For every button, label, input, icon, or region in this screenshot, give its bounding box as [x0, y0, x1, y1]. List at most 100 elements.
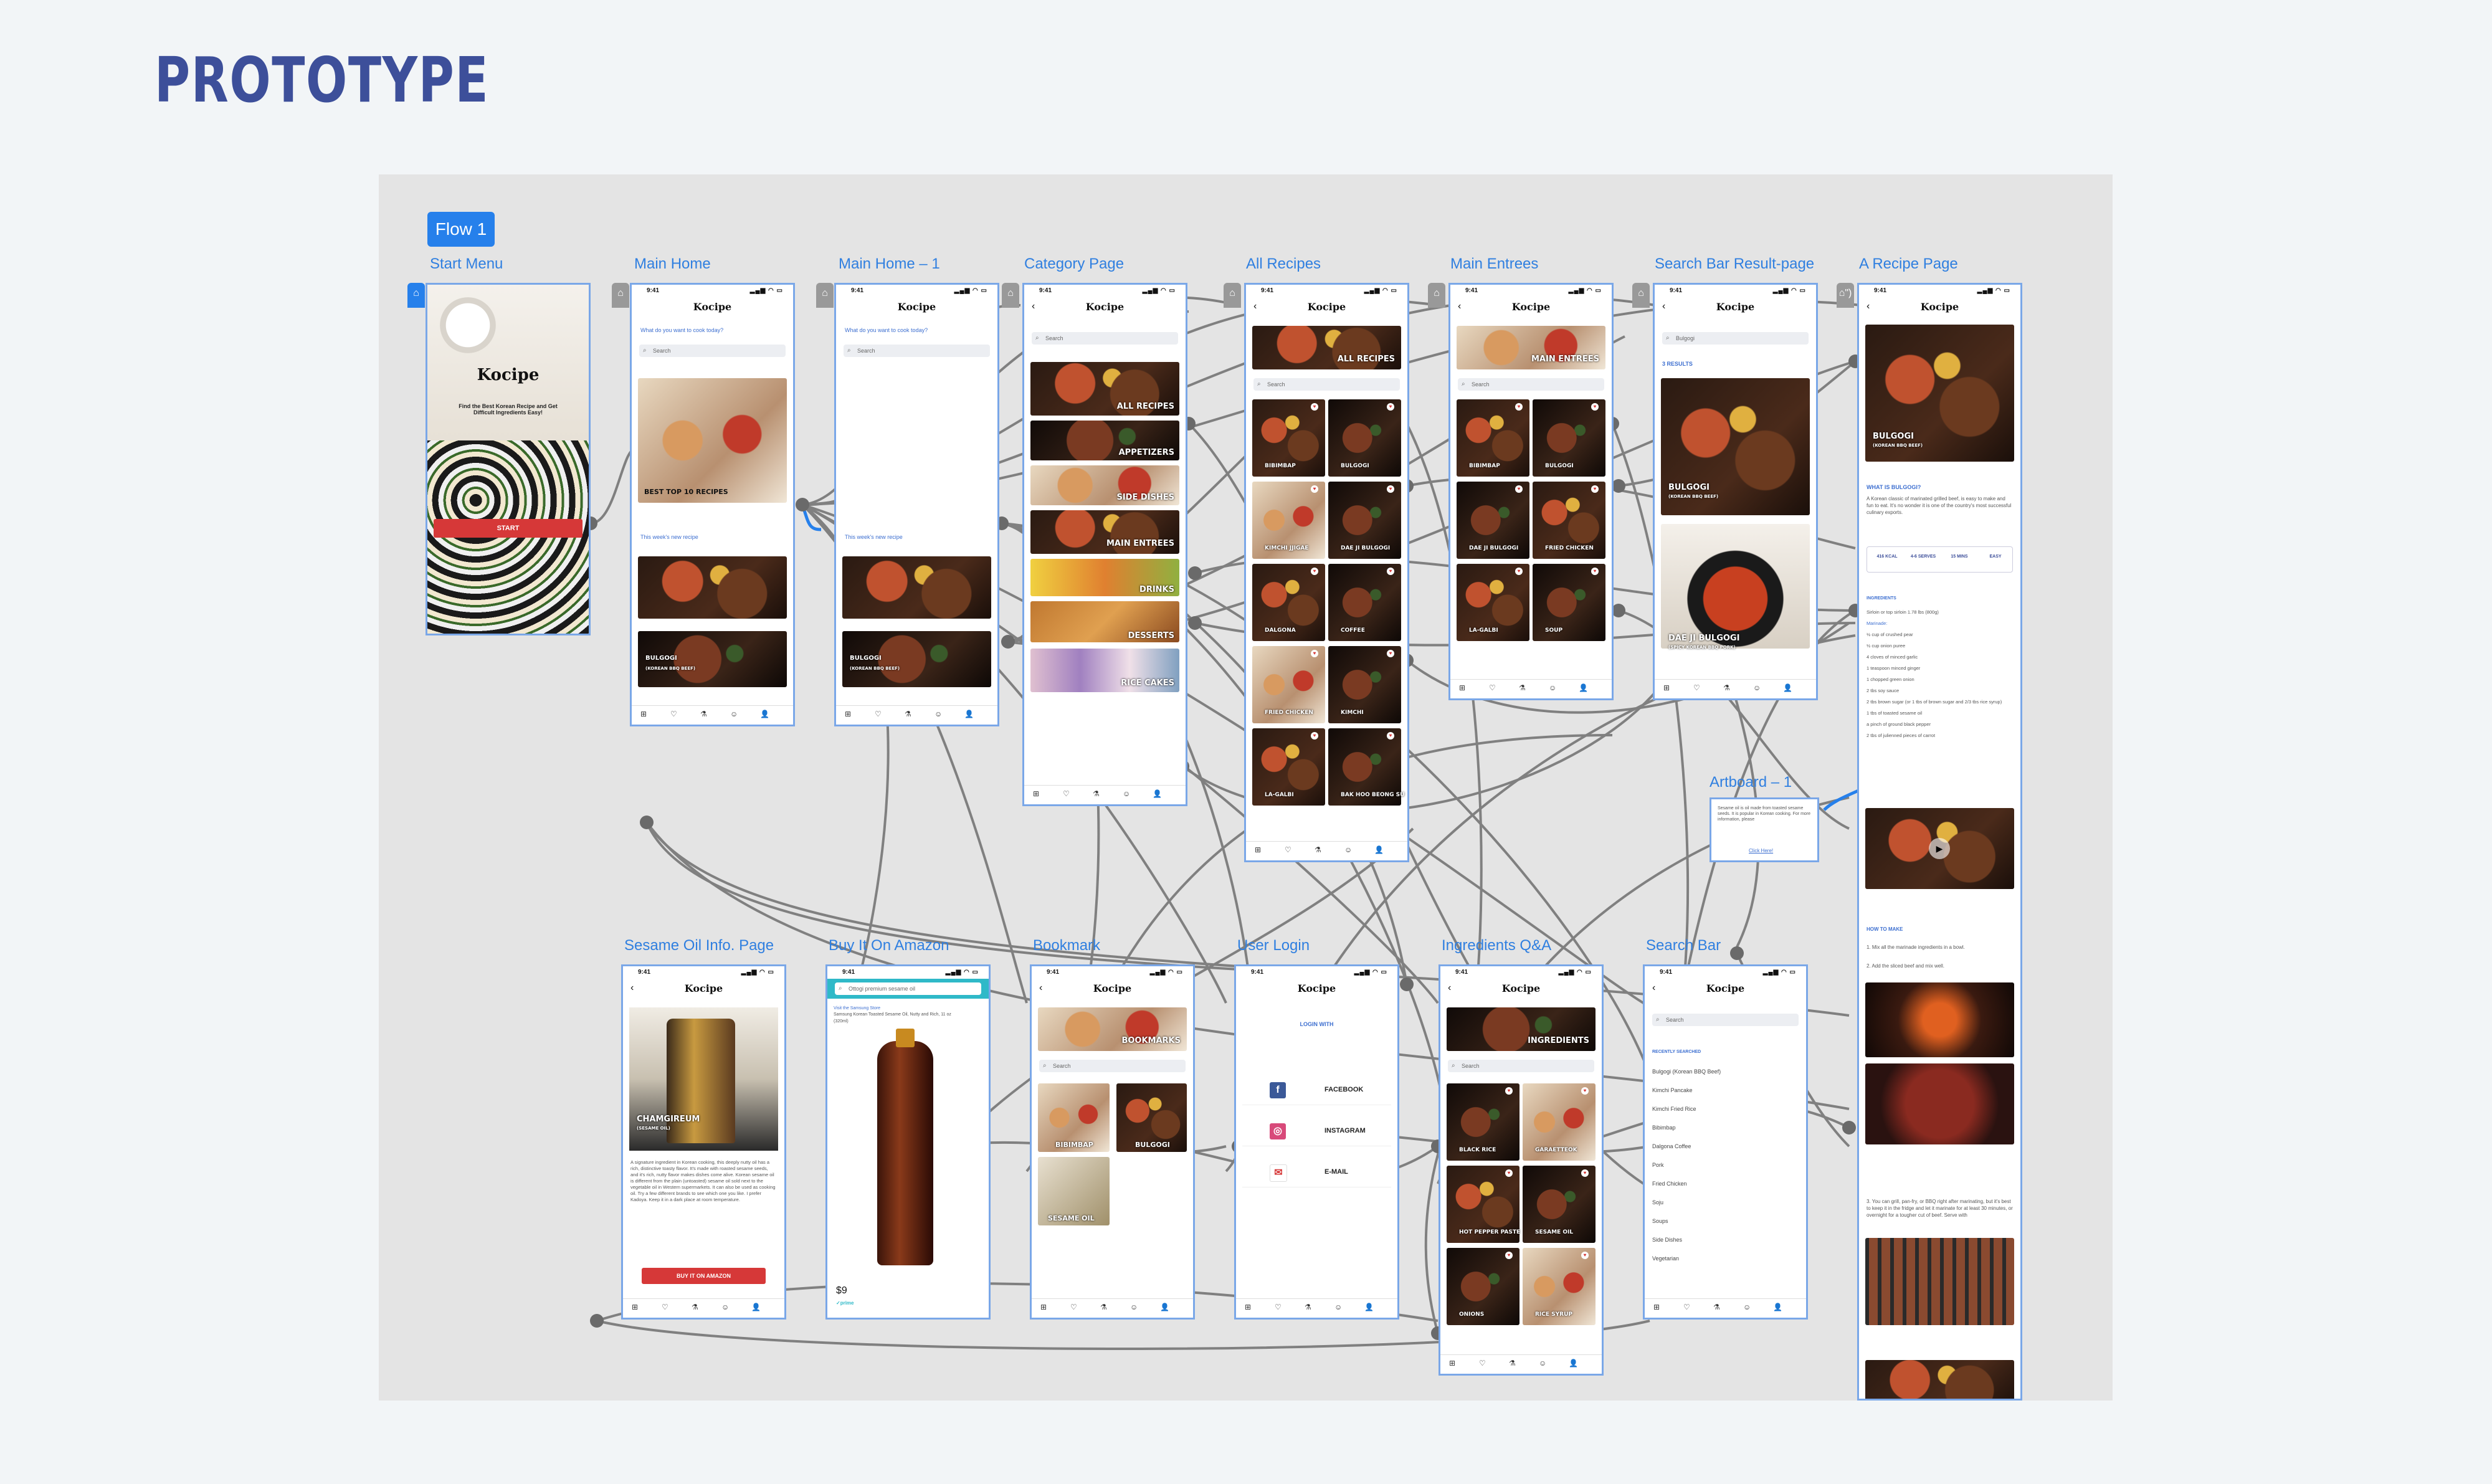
home-icon[interactable]: ⌂: [1428, 283, 1445, 308]
heart-icon[interactable]: ♥: [1311, 568, 1318, 575]
back-icon[interactable]: ‹: [1039, 982, 1043, 993]
search-input[interactable]: ⌕Search: [844, 345, 990, 357]
tab-user-icon[interactable]: 👤: [1783, 683, 1792, 692]
tab-category-icon[interactable]: ⊞: [1245, 1303, 1252, 1311]
category-tile[interactable]: [1030, 649, 1179, 692]
recipe-tile[interactable]: [1457, 564, 1529, 641]
tab-user-icon[interactable]: 👤: [1153, 789, 1162, 798]
recipe-tile[interactable]: [1523, 1166, 1596, 1243]
frame-bookmark[interactable]: 9:41▂▄▆ ◠ ▭ Kocipe ‹ BOOKMARKS ⌕Search B…: [1030, 964, 1195, 1320]
tab-bookmark-icon[interactable]: ♡: [1063, 789, 1070, 798]
tab-search-icon[interactable]: ☺: [721, 1303, 730, 1311]
search-input[interactable]: ⌕Search: [1458, 378, 1604, 391]
recipe-tile[interactable]: [1328, 728, 1401, 806]
tab-search-icon[interactable]: ☺: [1130, 1303, 1138, 1311]
recipe-tile[interactable]: [1328, 482, 1401, 559]
tab-bookmark-icon[interactable]: ♡: [1693, 683, 1700, 692]
tab-ingredients-icon[interactable]: ⚗: [1723, 683, 1730, 692]
heart-icon[interactable]: ♥: [1591, 485, 1599, 493]
tab-category-icon[interactable]: ⊞: [1653, 1303, 1660, 1311]
tab-bookmark-icon[interactable]: ♡: [1070, 1303, 1077, 1311]
heart-icon[interactable]: ♥: [1311, 650, 1318, 657]
tab-user-icon[interactable]: 👤: [1160, 1303, 1169, 1311]
heart-icon[interactable]: ♥: [1387, 732, 1394, 740]
recent-search-item[interactable]: Pork: [1652, 1162, 1664, 1168]
frame-start-menu[interactable]: Kocipe Find the Best Korean Recipe and G…: [426, 283, 591, 635]
login-email-button[interactable]: ✉ E-MAIL: [1242, 1158, 1391, 1187]
tab-user-icon[interactable]: 👤: [1374, 845, 1384, 854]
heart-icon[interactable]: ♥: [1387, 485, 1394, 493]
tab-ingredients-icon[interactable]: ⚗: [905, 710, 911, 718]
category-tile[interactable]: [1030, 510, 1179, 554]
tab-category-icon[interactable]: ⊞: [632, 1303, 639, 1311]
tab-search-icon[interactable]: ☺: [1549, 683, 1557, 692]
frame-all-recipes[interactable]: 9:41▂▄▆ ◠ ▭ Kocipe ‹ ALL RECIPES ⌕Search…: [1244, 283, 1409, 862]
back-icon[interactable]: ‹: [1032, 301, 1035, 312]
tab-category-icon[interactable]: ⊞: [845, 710, 852, 718]
tab-category-icon[interactable]: ⊞: [1449, 1359, 1456, 1367]
bookmark-tile[interactable]: [1038, 1157, 1110, 1225]
recipe-tile[interactable]: [1252, 646, 1325, 723]
bookmark-tile[interactable]: [1038, 1083, 1110, 1152]
heart-icon[interactable]: ♥: [1581, 1169, 1589, 1177]
tab-user-icon[interactable]: 👤: [1364, 1303, 1374, 1311]
recipe-tile[interactable]: [1447, 1248, 1519, 1325]
tab-ingredients-icon[interactable]: ⚗: [700, 710, 707, 718]
bookmark-tile[interactable]: [1116, 1083, 1187, 1152]
recent-search-item[interactable]: Soups: [1652, 1218, 1668, 1224]
category-tile[interactable]: [1030, 421, 1179, 460]
tab-category-icon[interactable]: ⊞: [1255, 845, 1262, 854]
result-image[interactable]: [1661, 378, 1810, 515]
tab-category-icon[interactable]: ⊞: [640, 710, 647, 718]
frame-main-home[interactable]: 9:41▂▄▆ ◠ ▭ Kocipe What do you want to c…: [630, 283, 795, 726]
tab-search-icon[interactable]: ☺: [1344, 845, 1353, 854]
tab-user-icon[interactable]: 👤: [1579, 683, 1588, 692]
recent-search-item[interactable]: Vegetarian: [1652, 1255, 1680, 1262]
heart-icon[interactable]: ♥: [1505, 1252, 1513, 1259]
recipe-card-image[interactable]: [842, 631, 991, 687]
result-image[interactable]: [1661, 524, 1810, 649]
frame-search-result[interactable]: 9:41▂▄▆ ◠ ▭ Kocipe ‹ ⌕Bulgogi 3 RESULTS …: [1653, 283, 1818, 700]
tab-search-icon[interactable]: ☺: [730, 710, 738, 718]
tab-bookmark-icon[interactable]: ♡: [1489, 683, 1496, 692]
login-facebook-button[interactable]: f FACEBOOK: [1242, 1076, 1391, 1105]
category-tile[interactable]: [1030, 465, 1179, 505]
flow-badge[interactable]: Flow 1: [427, 212, 495, 247]
recipe-tile[interactable]: [1447, 1166, 1519, 1243]
tab-search-icon[interactable]: ☺: [1743, 1303, 1751, 1311]
tab-category-icon[interactable]: ⊞: [1663, 683, 1670, 692]
recent-search-item[interactable]: Soju: [1652, 1199, 1664, 1206]
frame-artboard-1[interactable]: Sesame oil is oil made from toasted sesa…: [1710, 797, 1819, 862]
search-input[interactable]: ⌕Search: [639, 345, 786, 357]
back-icon[interactable]: ‹: [1448, 982, 1452, 993]
tab-user-icon[interactable]: 👤: [964, 710, 974, 718]
back-icon[interactable]: ‹: [630, 982, 634, 993]
heart-icon[interactable]: ♥: [1515, 485, 1523, 493]
tab-search-icon[interactable]: ☺: [934, 710, 943, 718]
heart-icon[interactable]: ♥: [1387, 568, 1394, 575]
frame-amazon[interactable]: 9:41▂▄▆ ◠ ▭ ⌕Ottogi premium sesame oil V…: [825, 964, 991, 1320]
start-button[interactable]: START: [434, 519, 583, 538]
recipe-tile[interactable]: [1447, 1083, 1519, 1161]
heart-icon[interactable]: ♥: [1311, 732, 1318, 740]
search-input[interactable]: ⌕Search: [1039, 1060, 1186, 1072]
back-icon[interactable]: ‹: [1458, 301, 1462, 312]
play-icon[interactable]: ▶: [1929, 838, 1950, 859]
recipe-tile[interactable]: [1533, 482, 1605, 559]
tab-ingredients-icon[interactable]: ⚗: [1519, 683, 1526, 692]
frame-main-home-1[interactable]: 9:41▂▄▆ ◠ ▭ Kocipe What do you want to c…: [834, 283, 999, 726]
recipe-tile[interactable]: [1457, 482, 1529, 559]
home-icon[interactable]: ⌂"): [1837, 283, 1854, 308]
frame-main-entrees[interactable]: 9:41▂▄▆ ◠ ▭ Kocipe ‹ MAIN ENTREES ⌕Searc…: [1448, 283, 1614, 700]
recipe-tile[interactable]: [1533, 399, 1605, 477]
recent-search-item[interactable]: Bibimbap: [1652, 1125, 1676, 1131]
search-input[interactable]: ⌕Search: [1448, 1060, 1594, 1072]
heart-icon[interactable]: ♥: [1591, 403, 1599, 411]
tab-user-icon[interactable]: 👤: [751, 1303, 761, 1311]
tab-ingredients-icon[interactable]: ⚗: [1100, 1303, 1107, 1311]
recipe-tile[interactable]: [1523, 1248, 1596, 1325]
amazon-search-input[interactable]: ⌕Ottogi premium sesame oil: [835, 982, 981, 995]
tab-search-icon[interactable]: ☺: [1753, 683, 1761, 692]
tab-search-icon[interactable]: ☺: [1123, 789, 1131, 798]
tab-bookmark-icon[interactable]: ♡: [1683, 1303, 1690, 1311]
